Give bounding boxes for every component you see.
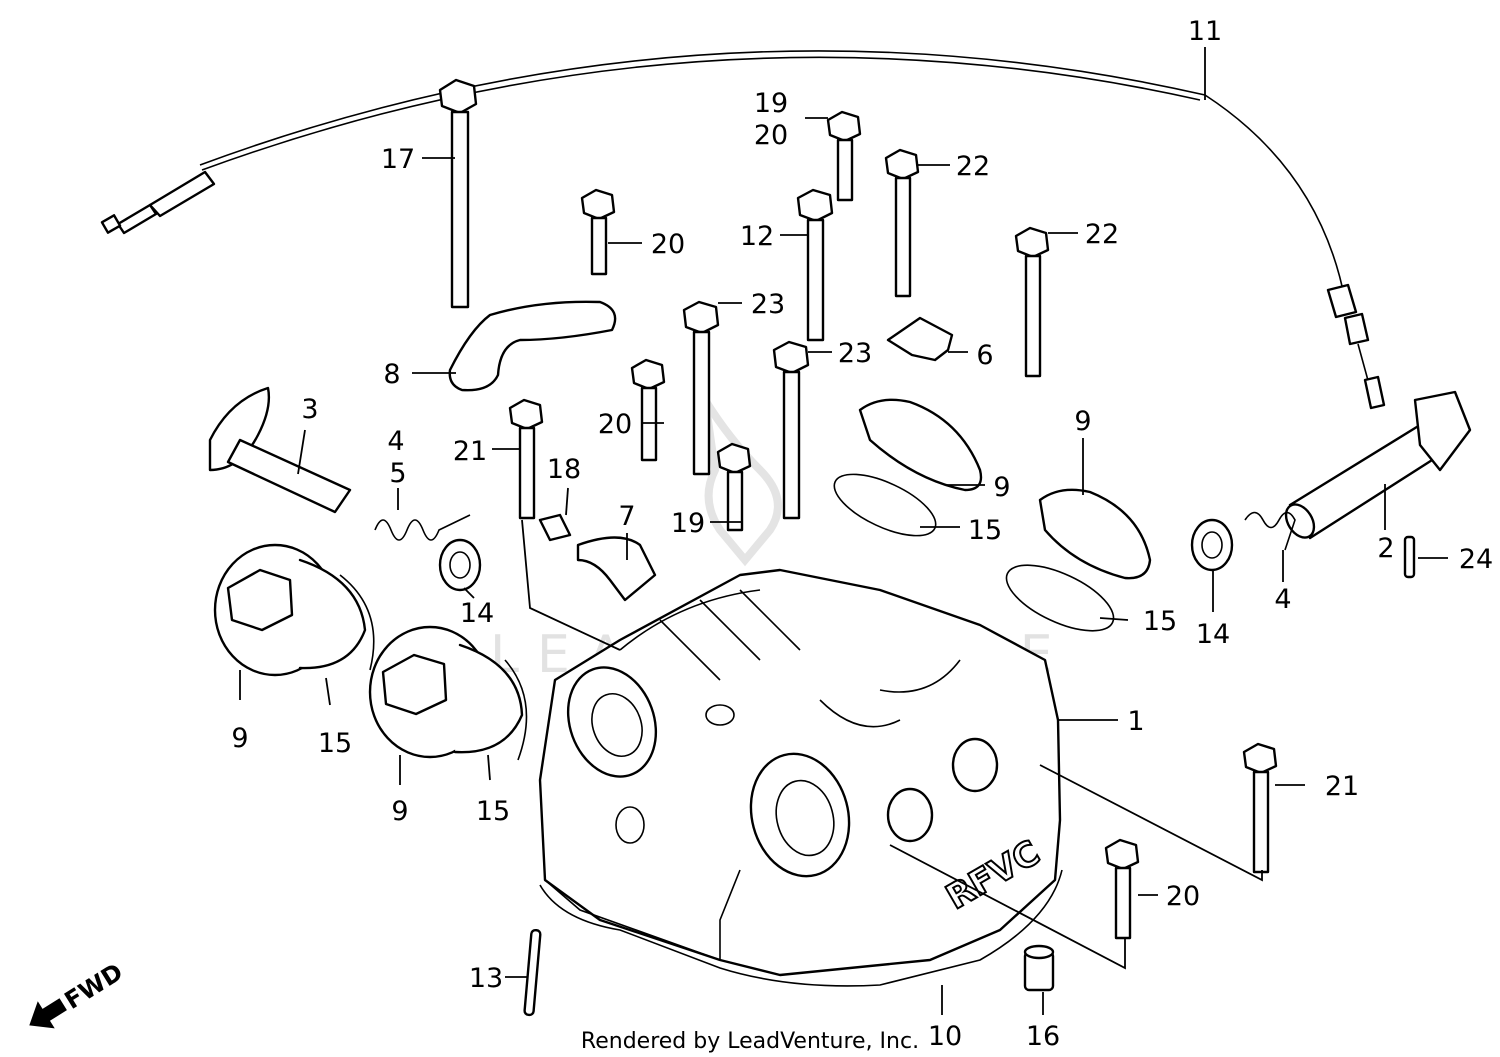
bolt-20b[interactable] <box>630 358 666 462</box>
seal-14b[interactable] <box>1190 518 1234 572</box>
oring-15b[interactable] <box>504 659 528 761</box>
clamp-6[interactable] <box>886 316 954 362</box>
callout-9a: 9 <box>231 723 248 754</box>
callout-18: 18 <box>547 454 581 485</box>
bolt-20c[interactable] <box>1104 838 1140 940</box>
fwd-label: FWD <box>60 958 128 1015</box>
cap-9c[interactable] <box>858 398 983 492</box>
callout-14b: 14 <box>1196 619 1230 650</box>
leader-lines <box>239 47 1448 1015</box>
callout-5: 5 <box>389 458 406 489</box>
bolt-23a[interactable] <box>682 300 720 476</box>
bolt-21a[interactable] <box>508 398 544 520</box>
callout-4a: 4 <box>387 426 404 457</box>
callout-9d: 9 <box>993 472 1010 503</box>
callout-3: 3 <box>301 394 318 425</box>
cylinder-head-cover-1[interactable]: RFVC <box>538 568 1062 977</box>
pin-24[interactable] <box>1403 535 1416 579</box>
callout-15b: 15 <box>476 796 510 827</box>
seal-14a[interactable] <box>438 538 482 592</box>
cap-9d[interactable] <box>1038 488 1152 580</box>
bolt-20a[interactable] <box>580 188 616 276</box>
callout-16: 16 <box>1026 1021 1060 1052</box>
bolt-23b[interactable] <box>772 340 810 520</box>
callout-11: 11 <box>1188 16 1222 47</box>
collar-16[interactable] <box>1023 944 1055 992</box>
callout-12: 12 <box>740 221 774 252</box>
gasket-10[interactable] <box>539 869 1063 987</box>
callout-9b: 9 <box>391 796 408 827</box>
cap-9b[interactable] <box>368 625 524 759</box>
callout-14a: 14 <box>460 598 494 629</box>
bolt-18[interactable] <box>538 513 572 542</box>
bracket-8[interactable] <box>448 300 617 392</box>
callout-15d: 15 <box>1143 606 1177 637</box>
bolts[interactable] <box>438 78 1278 940</box>
bolt-17[interactable] <box>438 78 478 309</box>
callout-24: 24 <box>1459 544 1493 575</box>
bolt-21b[interactable] <box>1242 742 1278 874</box>
callout-20d: 20 <box>1166 881 1200 912</box>
callout-23b: 23 <box>838 338 872 369</box>
callout-21b: 21 <box>1325 771 1359 802</box>
callout-13: 13 <box>469 963 503 994</box>
callout-20c: 20 <box>598 409 632 440</box>
callout-20a: 20 <box>754 120 788 151</box>
callout-4b: 4 <box>1274 584 1291 615</box>
callout-20b: 20 <box>651 229 685 260</box>
callout-8: 8 <box>383 359 400 390</box>
fwd-indicator: FWD <box>29 958 128 1029</box>
cap-9a[interactable] <box>213 543 367 677</box>
spring-5[interactable] <box>374 514 471 541</box>
bolt-12[interactable] <box>796 188 834 342</box>
callout-labels: 11 19 20 17 22 20 12 22 23 23 6 8 3 20 4… <box>231 16 1493 1052</box>
bolt-22a[interactable] <box>884 148 920 298</box>
render-credit: Rendered by LeadVenture, Inc. <box>581 1029 919 1054</box>
callout-7: 7 <box>618 501 635 532</box>
spring-4b[interactable] <box>1244 511 1296 551</box>
bolt-22b[interactable] <box>1014 226 1050 378</box>
oring-15c[interactable] <box>826 462 944 548</box>
callout-10: 10 <box>928 1021 962 1052</box>
callout-1: 1 <box>1127 706 1144 737</box>
oring-15d[interactable] <box>997 552 1122 645</box>
callout-15c: 15 <box>968 515 1002 546</box>
bolt-19-20-top[interactable] <box>826 110 862 202</box>
dowel-13[interactable] <box>523 928 542 1017</box>
callout-15a: 15 <box>318 728 352 759</box>
callout-9c: 9 <box>1074 406 1091 437</box>
callout-22b: 22 <box>1085 219 1119 250</box>
bolt-19b[interactable] <box>716 442 752 532</box>
callout-6: 6 <box>976 340 993 371</box>
watermark-flame-icon <box>701 397 782 567</box>
callout-17: 17 <box>381 144 415 175</box>
callout-2: 2 <box>1377 533 1394 564</box>
callout-23a: 23 <box>751 289 785 320</box>
callout-22a: 22 <box>956 151 990 182</box>
throttle-drum-2[interactable] <box>1280 390 1472 543</box>
throttle-drum-3[interactable] <box>208 386 352 514</box>
callout-21a: 21 <box>453 436 487 467</box>
callout-19b: 19 <box>671 508 705 539</box>
clamp-7[interactable] <box>576 536 657 602</box>
fwd-arrow-icon <box>29 998 67 1029</box>
callout-19a: 19 <box>754 88 788 119</box>
oring-15a[interactable] <box>339 574 375 671</box>
